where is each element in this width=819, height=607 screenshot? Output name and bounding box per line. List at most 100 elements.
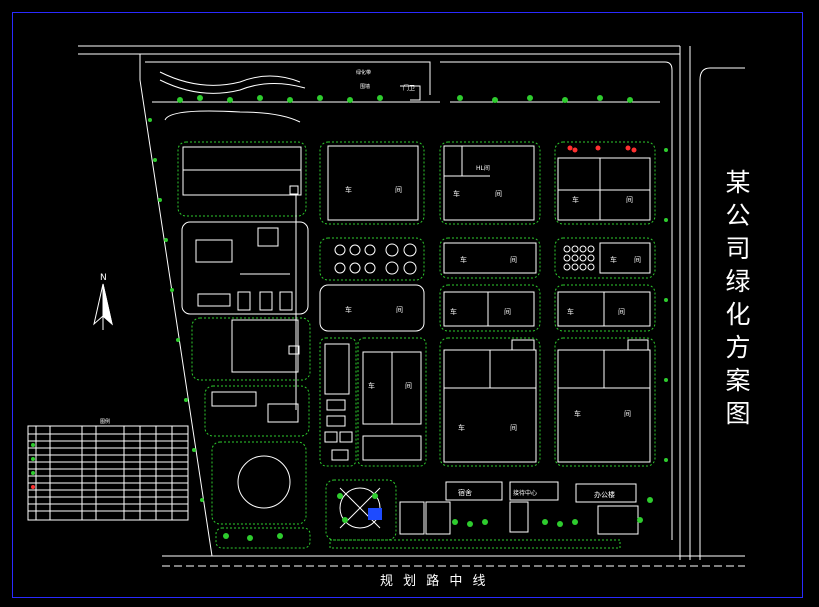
block-c3-2 <box>439 237 541 279</box>
workshop-label-7b: 间 <box>504 308 511 316</box>
equipment-1 <box>195 239 233 263</box>
workshop-label-9b: 间 <box>405 382 412 390</box>
box-c2-b <box>326 415 346 427</box>
gate-label: 门卫 <box>403 84 415 92</box>
block-left-5 <box>211 441 307 525</box>
box-c2-e <box>331 449 349 461</box>
workshop-label-5b: 间 <box>634 256 641 264</box>
pond <box>368 508 382 520</box>
workshop-label-11a: 车 <box>574 409 581 418</box>
block-left-6 <box>215 527 311 549</box>
tank-array <box>334 243 417 275</box>
tank-1 <box>237 291 251 311</box>
workshop-label-10a: 车 <box>458 423 465 432</box>
workshop-label-7a: 车 <box>450 307 457 316</box>
workshop-c4-2 <box>599 242 651 274</box>
flower-markers <box>31 145 637 489</box>
title-char-7: 案 <box>725 366 751 395</box>
box-c2-c <box>324 431 338 443</box>
workshop-label-2b: 间 <box>495 190 502 198</box>
top-small-label-b: 围墙 <box>360 83 370 90</box>
building-left-4b <box>267 403 299 423</box>
title-char-1: 某 <box>725 168 751 197</box>
building-left-4a <box>211 391 257 407</box>
workshop-c3-2 <box>443 242 537 274</box>
block-c2-3 <box>319 284 425 332</box>
building-left-1 <box>182 146 302 196</box>
workshop-label-4b: 间 <box>510 256 517 264</box>
workshop-c2-1 <box>327 145 419 221</box>
building-c2-4 <box>324 343 350 395</box>
box-c2-d <box>339 431 353 443</box>
block-c2-4 <box>319 337 357 467</box>
workshop-label-11b: 间 <box>624 410 631 418</box>
road-centerline-label: 规 划 路 中 线 <box>380 574 489 589</box>
building-left-3-box <box>288 345 300 355</box>
workshop-label-9a: 车 <box>368 381 375 390</box>
gate-house <box>400 85 421 101</box>
legend-table <box>27 425 189 521</box>
title-char-5: 化 <box>725 300 751 329</box>
court-2 <box>425 501 451 535</box>
block-c3-3 <box>439 284 541 332</box>
center-building <box>509 481 559 501</box>
center-label: 接待中心 <box>513 489 537 497</box>
block-c4-4 <box>554 337 656 467</box>
title-char-4: 绿 <box>725 267 751 296</box>
block-left-1 <box>177 141 307 217</box>
road-edge-far-right <box>699 67 745 560</box>
tank-2 <box>259 291 273 311</box>
workshop-label-2a: 车 <box>453 189 460 198</box>
workshop-label-6b: 间 <box>396 306 403 314</box>
workshop-c3-3 <box>443 291 535 327</box>
building-left-3 <box>231 319 299 373</box>
block-c4-2 <box>554 237 656 279</box>
tank-array-2 <box>563 245 595 271</box>
block-left-2 <box>181 221 309 315</box>
workshop-label-3a: 车 <box>572 195 579 204</box>
workshop-label-8a: 车 <box>567 307 574 316</box>
equipment-3 <box>197 293 231 307</box>
block-c3-4 <box>439 337 541 467</box>
legend-title: 图例 <box>100 418 110 425</box>
block-c2-2 <box>319 237 425 281</box>
workshop-c3-4-box <box>511 339 535 351</box>
block-c3-1 <box>439 141 541 225</box>
site-wall-right <box>440 61 673 540</box>
office-plaza <box>597 505 639 535</box>
dormitory-label: 宿舍 <box>458 488 472 497</box>
title-char-8: 图 <box>725 399 751 428</box>
equipment-2 <box>257 227 279 247</box>
title-char-2: 公 <box>725 201 751 230</box>
drawing-frame <box>12 12 803 598</box>
block-c2-1 <box>319 141 425 225</box>
hall-label: HL间 <box>476 164 490 172</box>
round-tank <box>237 455 291 509</box>
site-wall-top <box>145 61 431 95</box>
box-c2-a <box>326 399 346 411</box>
block-left-3 <box>191 317 311 381</box>
workshop-c4-1 <box>557 157 651 221</box>
workshop-label-10b: 间 <box>510 424 517 432</box>
entrance-curve <box>159 71 301 86</box>
tank-3 <box>279 291 293 311</box>
block-left-4 <box>204 385 310 437</box>
title-char-3: 司 <box>725 234 751 263</box>
office-label: 办公楼 <box>594 490 615 499</box>
block-c2-5 <box>357 337 427 467</box>
workshop-label-6a: 车 <box>345 305 352 314</box>
workshop-c4-4-box <box>627 339 649 351</box>
workshop-label-1b: 间 <box>395 186 402 194</box>
block-c4-3 <box>554 284 656 332</box>
workshop-c3-1 <box>443 145 535 221</box>
workshop-label-4a: 车 <box>460 255 467 264</box>
court-1 <box>399 501 425 535</box>
center-annex <box>509 501 529 533</box>
garden-block <box>325 479 397 541</box>
office-building <box>575 483 637 503</box>
site-boundary-left <box>139 54 213 557</box>
workshop-label-1a: 车 <box>345 185 352 194</box>
workshop-label-8b: 间 <box>618 308 625 316</box>
trees <box>31 95 668 541</box>
